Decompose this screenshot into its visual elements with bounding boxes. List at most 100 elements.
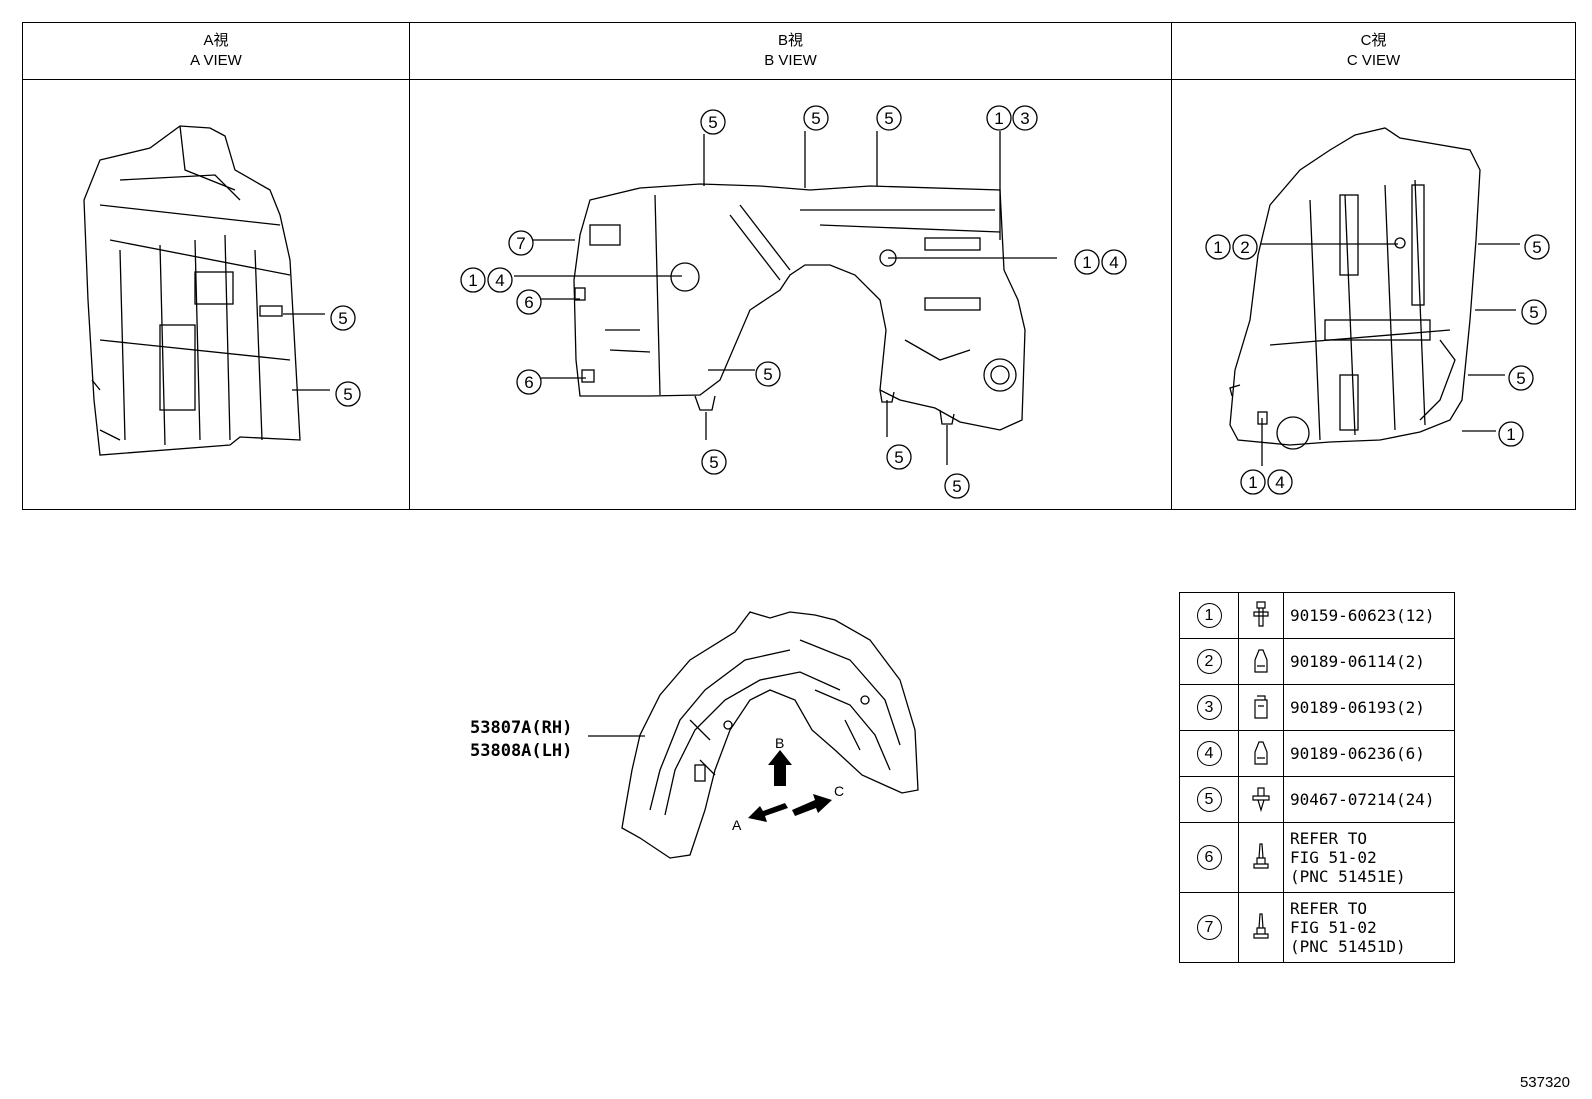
fastener-row: 7 REFER TO FIG 51-02 (PNC 51451D) xyxy=(1179,892,1455,963)
fastener-ref-number: 5 xyxy=(1196,787,1222,812)
fastener-part-number: 90189-06114(2) xyxy=(1283,638,1455,685)
part-number-rh: 53807A(RH) xyxy=(470,718,572,738)
svg-text:1: 1 xyxy=(468,271,477,290)
direction-label-a: A xyxy=(732,817,742,833)
svg-text:3: 3 xyxy=(1020,109,1029,128)
svg-text:1: 1 xyxy=(1082,253,1091,272)
svg-text:1: 1 xyxy=(994,109,1003,128)
fastener-part-number: REFER TO FIG 51-02 (PNC 51451D) xyxy=(1283,892,1455,963)
callout-c-view: 5 xyxy=(1524,234,1550,260)
screw-icon xyxy=(1238,892,1284,963)
fastener-row: 5 90467-07214(24) xyxy=(1179,776,1455,823)
fastener-part-number: 90189-06193(2) xyxy=(1283,684,1455,731)
liner-b-view-drawing xyxy=(573,183,1026,431)
fastener-part-number: 90159-60623(12) xyxy=(1283,592,1455,639)
fastener-part-number: 90467-07214(24) xyxy=(1283,776,1455,823)
callout-b-view: 5 xyxy=(755,361,781,387)
svg-text:5: 5 xyxy=(952,477,961,496)
fastener-ref: 1 xyxy=(1179,592,1239,639)
part-number-lh: 53808A(LH) xyxy=(470,741,572,761)
clip-nut-icon xyxy=(1238,730,1284,777)
fastener-ref-number: 6 xyxy=(1196,845,1222,870)
b-view-title-jp: B視 xyxy=(777,32,803,49)
svg-text:1: 1 xyxy=(1506,425,1515,444)
svg-text:5: 5 xyxy=(709,453,718,472)
arrow-a-icon xyxy=(748,803,788,822)
callout-b-view: 5 xyxy=(944,473,970,499)
callout-b-view: 4 xyxy=(487,267,513,293)
callout-b-view: 5 xyxy=(803,105,829,131)
fastener-ref: 7 xyxy=(1179,892,1239,963)
push-clip-icon xyxy=(1238,776,1284,823)
svg-text:5: 5 xyxy=(894,448,903,467)
svg-text:4: 4 xyxy=(495,271,504,290)
fastener-part-number: 90189-06236(6) xyxy=(1283,730,1455,777)
svg-text:1: 1 xyxy=(1248,473,1257,492)
callout-c-view: 1 xyxy=(1205,234,1231,260)
callout-b-view: 5 xyxy=(876,105,902,131)
liner-c-view-drawing xyxy=(1229,127,1481,450)
callout-c-view: 5 xyxy=(1508,365,1534,391)
a-view-title-en: A VIEW xyxy=(190,52,242,69)
callout-c-view: 1 xyxy=(1240,469,1266,495)
fastener-table: 1 90159-60623(12) 2 90189-06114(2) 3 90189-06… xyxy=(1179,592,1455,963)
fastener-ref-number: 2 xyxy=(1196,649,1222,674)
svg-text:5: 5 xyxy=(1516,369,1525,388)
a-view-leader-lines xyxy=(283,313,330,391)
svg-text:5: 5 xyxy=(763,365,772,384)
b-view-leader-lines xyxy=(514,131,1057,465)
square-nut-icon xyxy=(1238,684,1284,731)
fastener-ref-number: 4 xyxy=(1196,741,1222,766)
callout-b-view: 5 xyxy=(701,449,727,475)
callout-a-view: 5 xyxy=(335,381,361,407)
fastener-row: 1 90159-60623(12) xyxy=(1179,592,1455,639)
callout-b-view: 1 xyxy=(460,267,486,293)
callout-b-view: 5 xyxy=(700,109,726,135)
a-view-title-jp: A視 xyxy=(203,32,229,49)
callout-b-view: 1 xyxy=(1074,249,1100,275)
callout-c-view: 5 xyxy=(1521,299,1547,325)
svg-text:5: 5 xyxy=(811,109,820,128)
svg-text:6: 6 xyxy=(524,373,533,392)
view-direction-arrows xyxy=(748,750,832,822)
svg-text:5: 5 xyxy=(1532,238,1541,257)
clip-nut-icon xyxy=(1238,638,1284,685)
callout-c-view: 1 xyxy=(1498,421,1524,447)
c-view-header: C視 C VIEW xyxy=(1172,23,1575,80)
svg-text:2: 2 xyxy=(1240,238,1249,257)
arrow-c-icon xyxy=(792,794,832,816)
fastener-row: 4 90189-06236(6) xyxy=(1179,730,1455,777)
callout-c-view: 2 xyxy=(1232,234,1258,260)
direction-label-b: B xyxy=(775,735,784,751)
fastener-row: 6 REFER TO FIG 51-02 (PNC 51451E) xyxy=(1179,822,1455,893)
svg-text:1: 1 xyxy=(1213,238,1222,257)
view-divider xyxy=(1171,23,1172,509)
callout-b-view: 5 xyxy=(886,444,912,470)
callout-c-view: 4 xyxy=(1267,469,1293,495)
fastener-ref-number: 3 xyxy=(1196,695,1222,720)
fastener-ref-number: 7 xyxy=(1196,915,1222,940)
fastener-row: 2 90189-06114(2) xyxy=(1179,638,1455,685)
a-view-header: A視 A VIEW xyxy=(23,23,409,80)
svg-text:5: 5 xyxy=(1529,303,1538,322)
callout-b-view: 6 xyxy=(516,369,542,395)
svg-text:4: 4 xyxy=(1109,253,1118,272)
direction-label-c: C xyxy=(834,783,844,799)
c-view-title-jp: C視 xyxy=(1360,32,1387,49)
svg-text:6: 6 xyxy=(524,293,533,312)
fastener-ref: 3 xyxy=(1179,684,1239,731)
liner-a-view-drawing xyxy=(83,125,301,456)
arrow-b-icon xyxy=(768,750,792,786)
bolt-icon xyxy=(1238,592,1284,639)
fastener-part-number: REFER TO FIG 51-02 (PNC 51451E) xyxy=(1283,822,1455,893)
callout-b-view: 7 xyxy=(508,230,534,256)
svg-text:4: 4 xyxy=(1275,473,1284,492)
callout-b-view: 4 xyxy=(1101,249,1127,275)
svg-text:5: 5 xyxy=(343,385,352,404)
b-view-title-en: B VIEW xyxy=(764,52,817,69)
fastener-ref: 5 xyxy=(1179,776,1239,823)
fastener-ref-number: 1 xyxy=(1196,603,1222,628)
fastener-ref: 6 xyxy=(1179,822,1239,893)
c-view-title-en: C VIEW xyxy=(1346,52,1401,69)
